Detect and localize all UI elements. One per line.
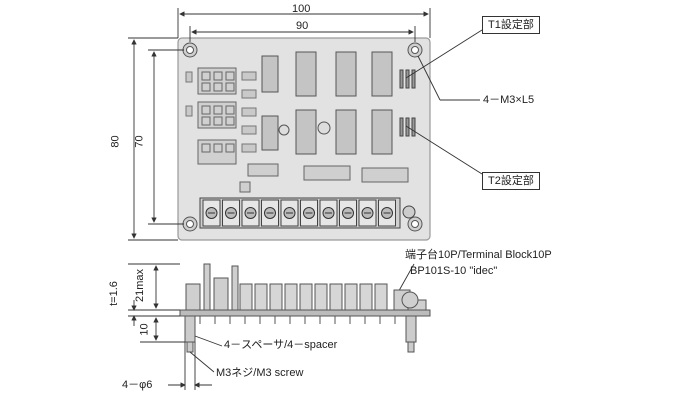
callout-t1-setting: T1設定部	[482, 16, 540, 35]
mounting-hole-br	[407, 216, 423, 232]
callout-screw: M3ネジ/M3 screw	[216, 367, 304, 379]
ic-column-3	[335, 51, 357, 155]
dimension-lines-top	[128, 8, 431, 241]
side-terminal	[314, 283, 328, 311]
dim-height-holes: 70	[133, 135, 146, 148]
ic-column-2	[295, 51, 317, 155]
callout-screw-holes: 4－M3×L5	[483, 94, 535, 106]
terminal-block-top	[199, 197, 401, 229]
side-terminal	[299, 283, 313, 311]
callout-terminal-block: 端子台10P/Terminal Block10P	[405, 249, 552, 261]
side-terminal	[239, 283, 253, 311]
trimmers	[278, 121, 331, 136]
dim-width-holes: 90	[296, 20, 309, 32]
side-terminal	[284, 283, 298, 311]
small-components	[185, 71, 257, 153]
dim-height-outer: 80	[109, 135, 122, 148]
dim-height-max: 21max	[134, 268, 147, 303]
callout-terminal-model: BP101S-10 "idec"	[410, 265, 498, 277]
spacer-right	[405, 315, 417, 353]
callout-spacer: 4－スペーサ/4－spacer	[224, 339, 338, 351]
ic-column-1	[261, 55, 279, 151]
dim-spacer-dia: 4－φ6	[122, 379, 153, 391]
callout-t2-setting: T2設定部	[482, 172, 540, 191]
ic-column-4	[371, 51, 393, 155]
side-terminals	[239, 283, 388, 311]
side-terminal	[329, 283, 343, 311]
relay-block-upper	[197, 67, 237, 95]
spacer-left	[184, 315, 196, 353]
mounting-hole-tr	[407, 42, 423, 58]
dimension-lines-side	[128, 263, 223, 390]
dim-spacer-height: 10	[138, 323, 151, 336]
side-terminal	[344, 283, 358, 311]
side-terminal	[254, 283, 268, 311]
side-board	[179, 309, 431, 317]
relay-block-lower	[197, 139, 237, 165]
side-leads	[199, 316, 396, 324]
relay-block-middle	[197, 101, 237, 129]
terminal-side-screw	[402, 205, 416, 219]
pcb-top-view	[177, 37, 431, 241]
dim-width-outer: 100	[292, 3, 311, 15]
dim-thickness: t=1.6	[107, 281, 120, 306]
pcb-side-view	[179, 263, 431, 353]
side-terminal	[374, 283, 388, 311]
t1-setting-area	[399, 69, 416, 89]
lower-components	[239, 163, 409, 193]
side-components	[185, 263, 427, 311]
mounting-hole-bl	[182, 216, 198, 232]
side-terminal	[359, 283, 373, 311]
mounting-hole-tl	[182, 42, 198, 58]
side-terminal	[269, 283, 283, 311]
